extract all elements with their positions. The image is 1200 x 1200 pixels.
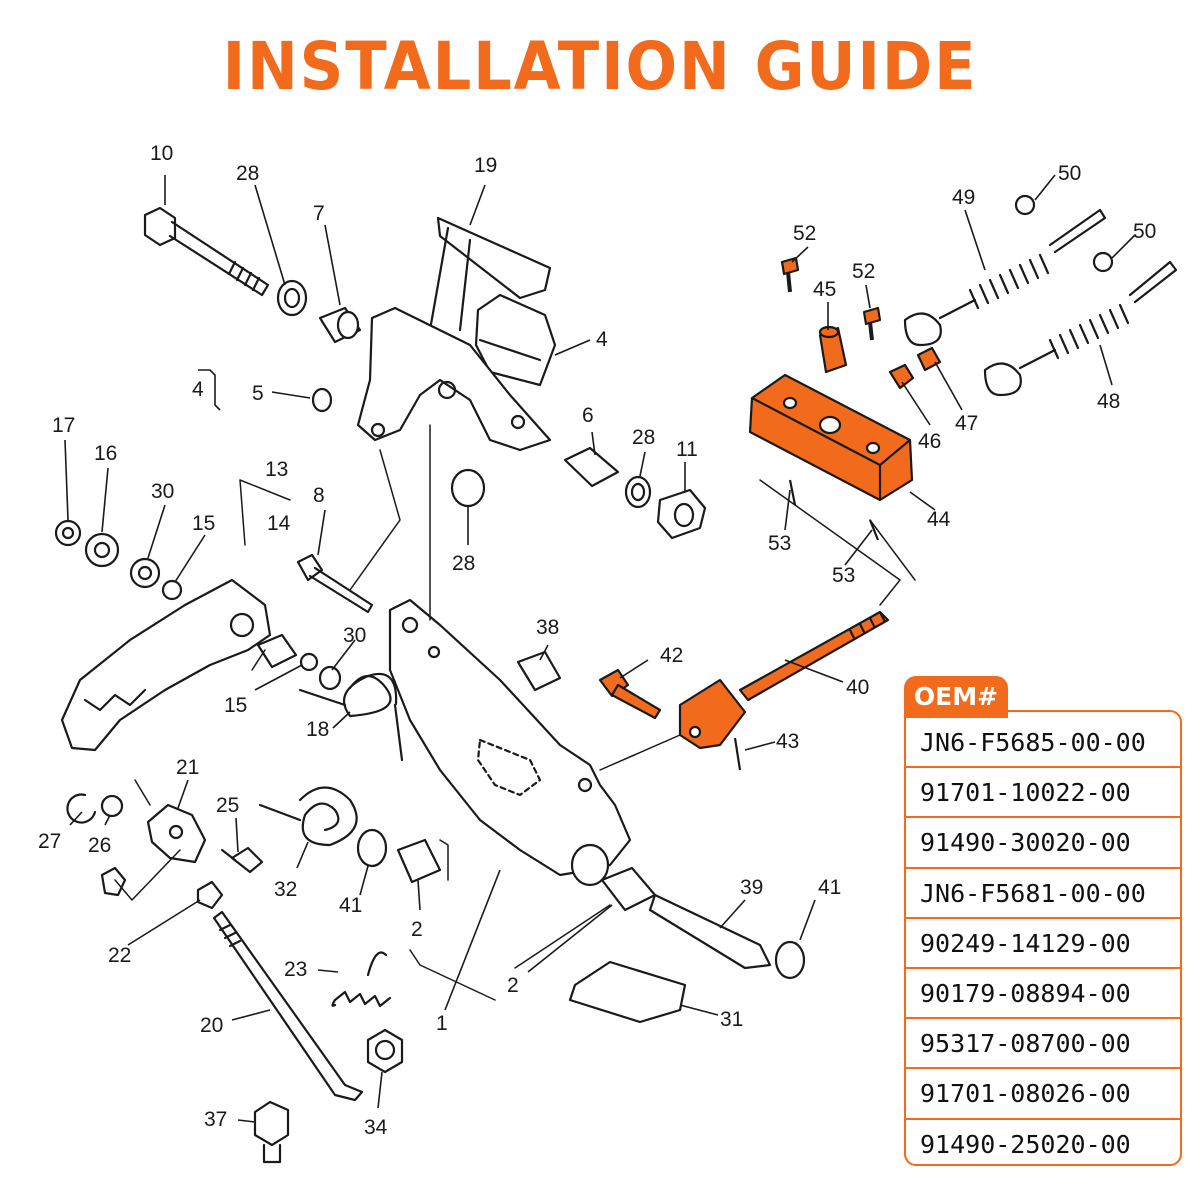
oem-part-numbers-panel: JN6-F5685-00-00 91701-10022-00 91490-300…: [904, 676, 1184, 1166]
oem-part-number: JN6-F5681-00-00: [906, 869, 1180, 919]
callout-number: 13: [265, 458, 288, 481]
callout-number: 7: [313, 202, 325, 225]
oem-part-number: 91701-08026-00: [906, 1069, 1180, 1120]
callout-number: 41: [339, 894, 362, 917]
callout-number: 23: [284, 958, 307, 981]
callout-number: 49: [952, 186, 975, 209]
callout-number: 28: [236, 162, 259, 185]
callout-number: 32: [274, 878, 297, 901]
callout-number: 41: [818, 876, 841, 899]
oem-label: OEM#: [904, 676, 1008, 718]
callout-number: 34: [364, 1116, 388, 1139]
callout-number: 46: [918, 430, 941, 453]
callout-number: 38: [536, 616, 559, 639]
callout-number: 53: [832, 564, 855, 587]
callout-number: 37: [204, 1108, 227, 1131]
callout-number: 20: [200, 1014, 223, 1037]
oem-part-number: 91490-25020-00: [920, 1129, 1131, 1159]
oem-part-number: 91490-30020-00: [906, 818, 1180, 869]
callout-number: 11: [676, 438, 698, 461]
callout-number: 4: [192, 378, 204, 401]
callout-number: 8: [313, 484, 325, 507]
callout-number: 18: [306, 718, 329, 741]
oem-part-number: 90249-14129-00: [906, 919, 1180, 969]
callout-number: 2: [411, 918, 423, 941]
callout-number: 16: [94, 442, 117, 465]
callout-number: 40: [846, 676, 869, 699]
adjuster-rod-40: [678, 678, 747, 750]
callout-number: 31: [720, 1008, 743, 1031]
callout-number: 6: [582, 404, 594, 427]
callout-number: 17: [52, 414, 75, 437]
callout-number: 30: [151, 480, 174, 503]
callout-number: 26: [88, 834, 111, 857]
callout-number: 53: [768, 532, 791, 555]
callout-number: 22: [108, 944, 131, 967]
oem-part-number: JN6-F5685-00-00: [906, 718, 1180, 769]
callout-number: 19: [474, 154, 497, 177]
bolt-part: [143, 206, 270, 297]
callout-number: 28: [632, 426, 655, 449]
callout-number: 52: [793, 222, 816, 245]
callout-number: 21: [176, 756, 199, 779]
callout-number: 28: [452, 552, 475, 575]
callout-number: 39: [740, 876, 763, 899]
callout-number: 30: [343, 624, 366, 647]
oem-part-number: 91701-10022-00: [906, 768, 1180, 819]
callout-number: 50: [1133, 220, 1156, 243]
callout-number: 42: [660, 644, 683, 667]
callout-number: 2: [507, 974, 519, 997]
oem-list: JN6-F5685-00-00 91701-10022-00 91490-300…: [904, 710, 1182, 1166]
callout-number: 45: [813, 278, 836, 301]
callout-number: 14: [267, 512, 291, 535]
callout-number: 27: [38, 830, 61, 853]
callout-number: 52: [852, 260, 875, 283]
page-title: INSTALLATION GUIDE: [222, 28, 978, 105]
callout-number: 48: [1097, 390, 1120, 413]
oem-part-number: 95317-08700-00: [906, 1019, 1180, 1070]
callout-number: 1: [436, 1012, 448, 1035]
callout-number: 50: [1058, 162, 1081, 185]
stopper-block-44: [748, 373, 914, 502]
callout-number: 15: [192, 512, 215, 535]
callout-number: 15: [224, 694, 247, 717]
callout-number: 10: [150, 142, 173, 165]
callout-number: 44: [927, 508, 951, 531]
callout-number: 25: [216, 794, 239, 817]
callout-number: 47: [955, 412, 978, 435]
oem-part-number: 90179-08894-00: [906, 969, 1180, 1020]
callout-number: 4: [596, 328, 608, 351]
callout-number: 43: [776, 730, 799, 753]
callout-number: 5: [252, 382, 264, 405]
